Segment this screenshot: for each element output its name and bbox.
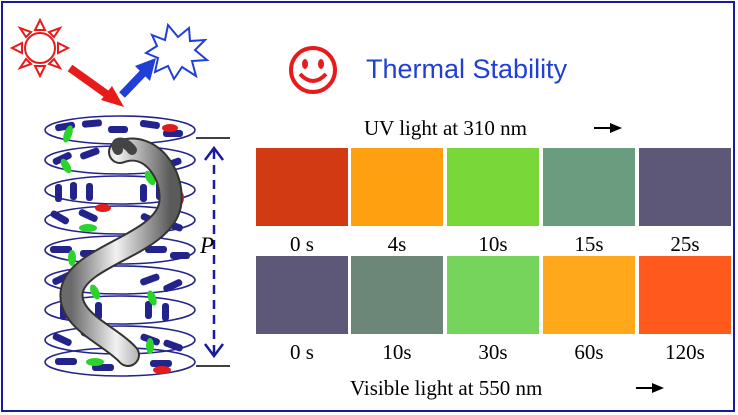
emission-arrow-icon bbox=[119, 58, 156, 98]
title-thermal-stability: Thermal Stability bbox=[366, 54, 568, 84]
uv-time-label: 0 s bbox=[290, 232, 314, 256]
uv-color-swatch bbox=[639, 148, 731, 226]
visible-time-label: 10s bbox=[382, 340, 412, 364]
uv-light-label: UV light at 310 nm bbox=[364, 116, 527, 140]
uv-time-label: 4s bbox=[387, 232, 407, 256]
starburst-icon bbox=[143, 22, 210, 82]
visible-time-label: 120s bbox=[665, 340, 705, 364]
uv-time-label: 25s bbox=[670, 232, 700, 256]
arrow-right-icon bbox=[594, 123, 622, 133]
visible-time-label: 30s bbox=[478, 340, 508, 364]
visible-color-swatch bbox=[447, 256, 539, 334]
helix-icon bbox=[59, 137, 183, 367]
uv-color-swatch bbox=[447, 148, 539, 226]
uv-color-swatch bbox=[256, 148, 348, 226]
visible-time-label: 60s bbox=[574, 340, 604, 364]
pitch-indicator bbox=[196, 137, 230, 367]
smiley-icon bbox=[289, 46, 337, 94]
uv-time-label: 15s bbox=[574, 232, 604, 256]
arrow-right-icon bbox=[636, 383, 664, 393]
visible-color-swatch bbox=[256, 256, 348, 334]
visible-time-label: 0 s bbox=[290, 340, 314, 364]
dopant-green bbox=[60, 125, 157, 366]
visible-color-swatch bbox=[543, 256, 635, 334]
uv-arrow-icon bbox=[67, 64, 124, 107]
pitch-label: P bbox=[200, 233, 215, 258]
uv-time-label: 10s bbox=[478, 232, 508, 256]
visible-color-swatch bbox=[639, 256, 731, 334]
visible-color-swatch bbox=[351, 256, 443, 334]
uv-color-swatch bbox=[351, 148, 443, 226]
sun-icon bbox=[9, 17, 71, 79]
uv-color-swatch bbox=[543, 148, 635, 226]
visible-light-label: Visible light at 550 nm bbox=[350, 376, 543, 400]
